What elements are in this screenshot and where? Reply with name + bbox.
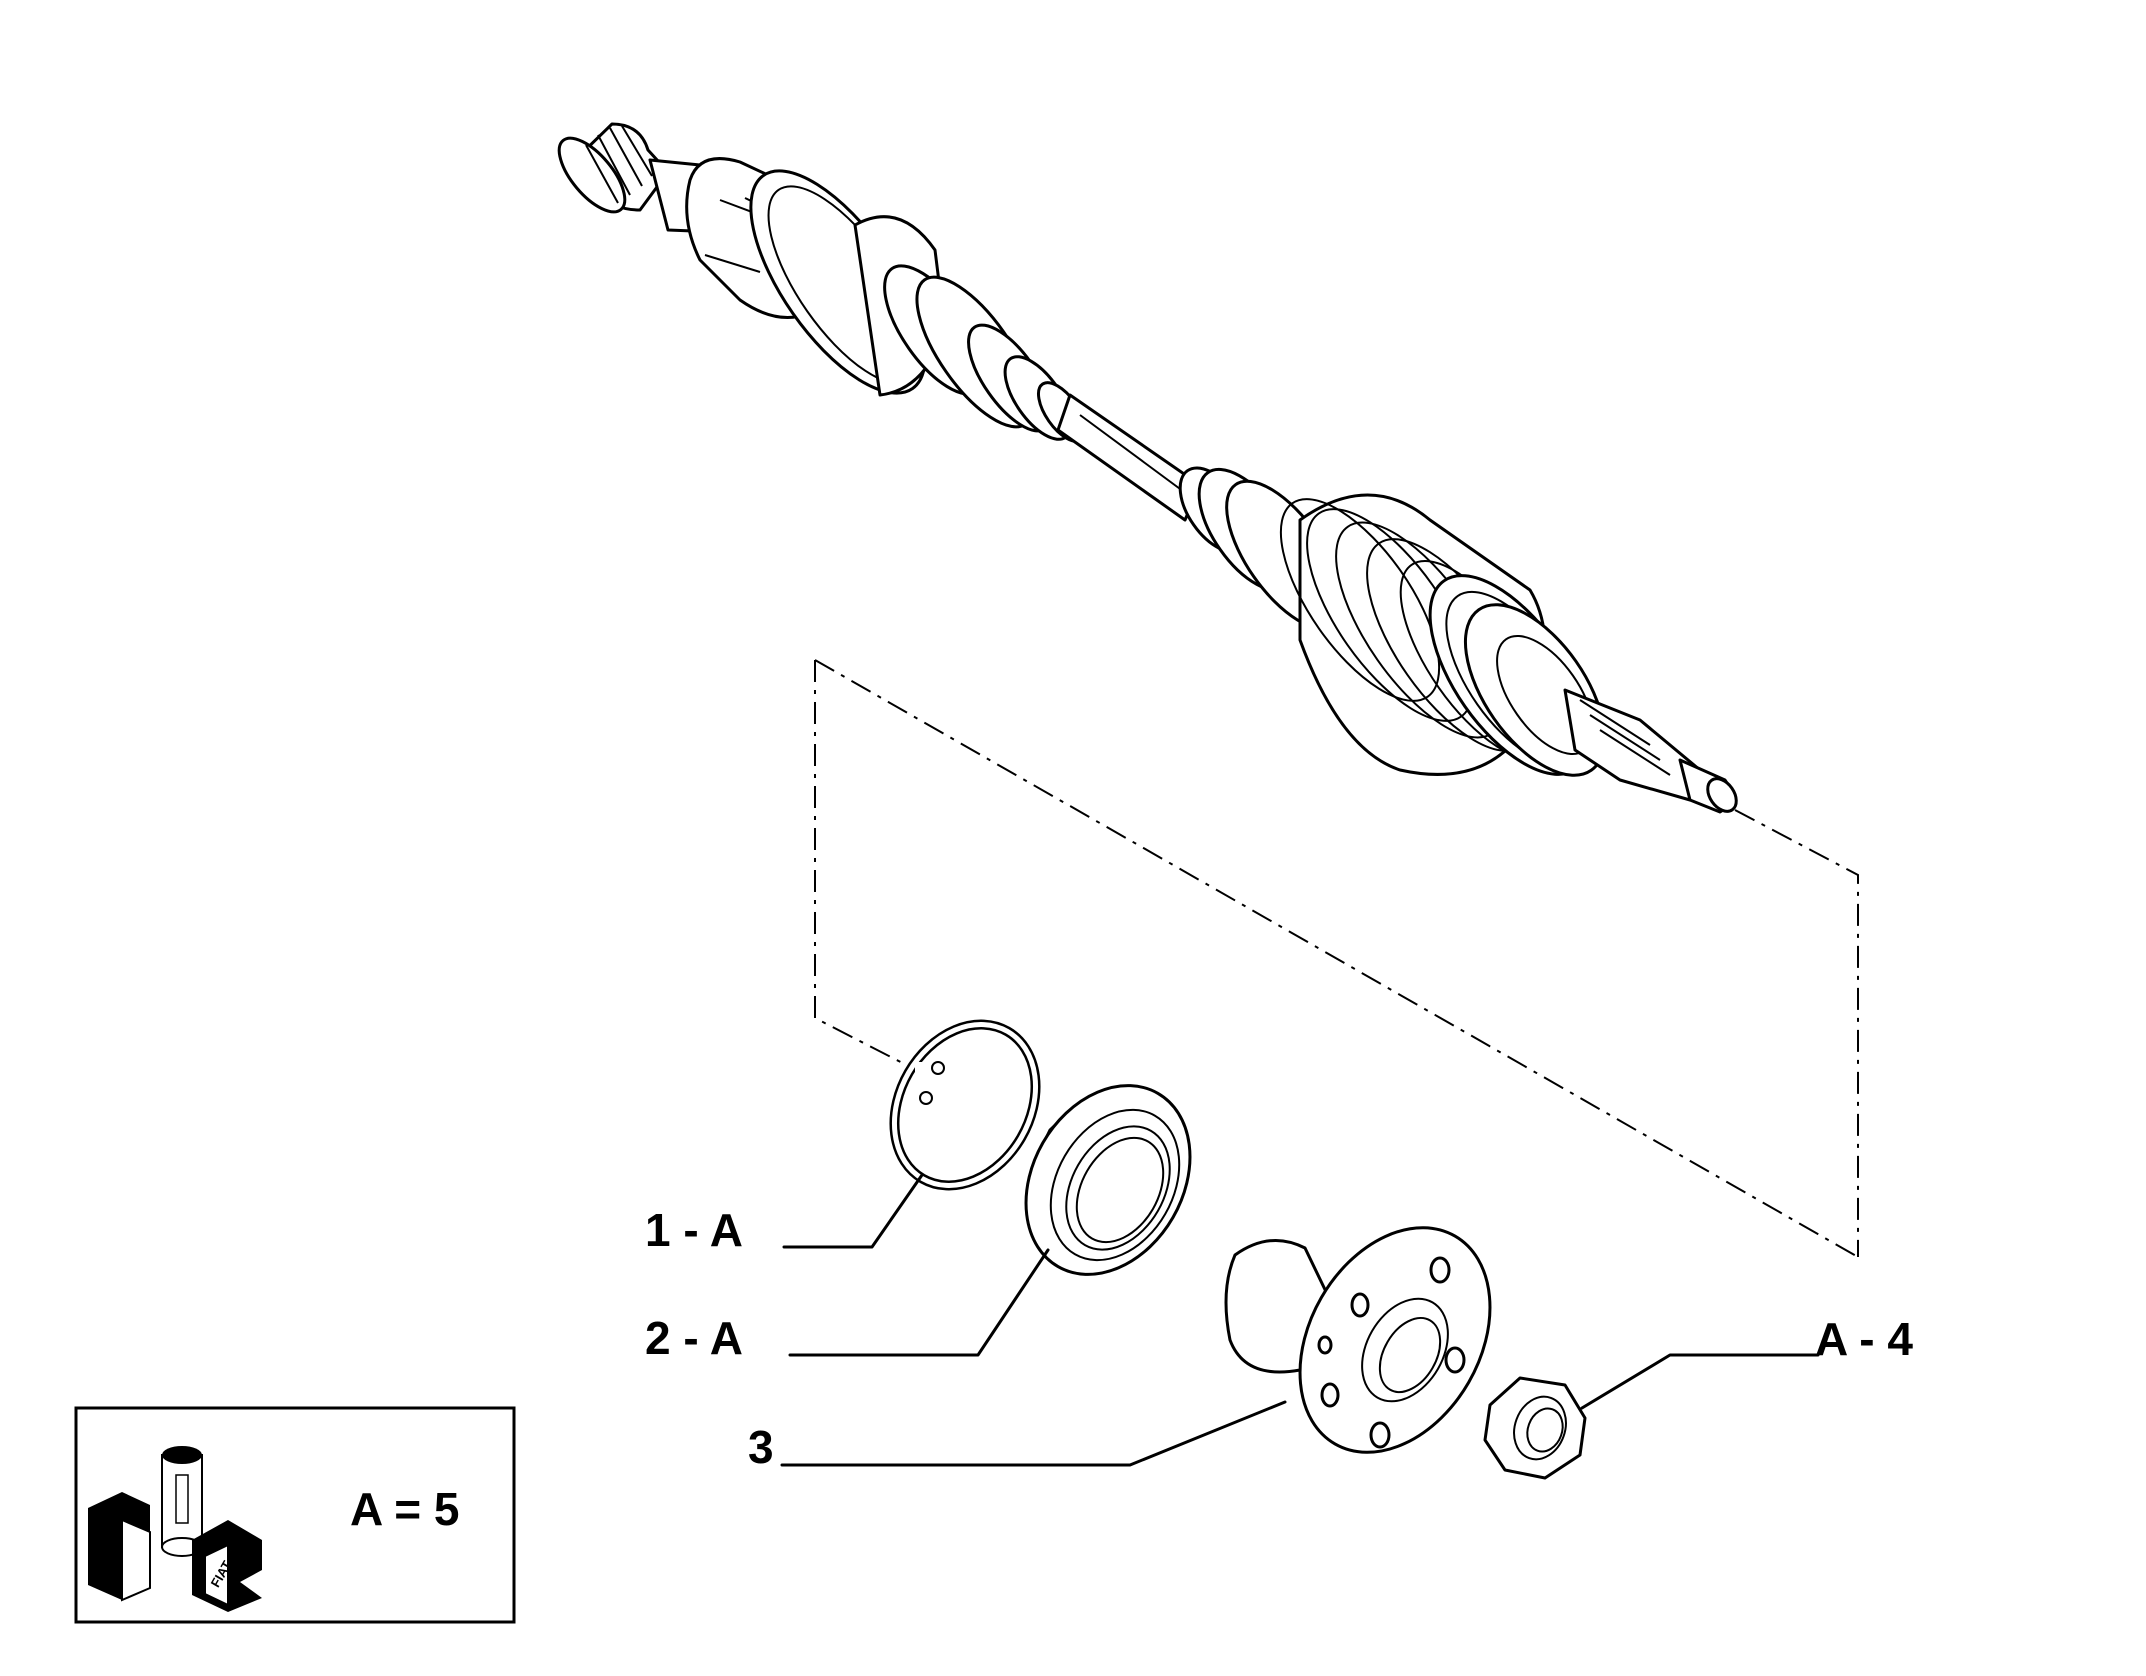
wheel-hub-icon: [1224, 1226, 1492, 1454]
circlip-icon: [889, 1019, 1041, 1191]
callout-3: 3: [748, 1421, 774, 1473]
hub-nut-icon: [1483, 1376, 1587, 1480]
inner-cv-joint: [685, 157, 1087, 443]
leader-lines: [780, 1173, 1820, 1467]
legend-box: FIAT A = 5: [74, 1406, 516, 1624]
outer-cv-joint: [1178, 466, 1738, 814]
inner-spline-stub: [557, 122, 670, 214]
wheel-bearing-icon: [1024, 1084, 1192, 1276]
drive-shaft-icon: [557, 122, 1738, 814]
legend-text: A = 5: [350, 1483, 460, 1535]
fiat-cube-logo-icon: FIAT: [88, 1446, 262, 1612]
callout-1-a: 1 - A: [645, 1204, 743, 1256]
assembly-axis-lines: [814, 659, 1859, 1258]
callout-a-4: A - 4: [1815, 1313, 1913, 1365]
callout-2-a: 2 - A: [645, 1312, 743, 1364]
